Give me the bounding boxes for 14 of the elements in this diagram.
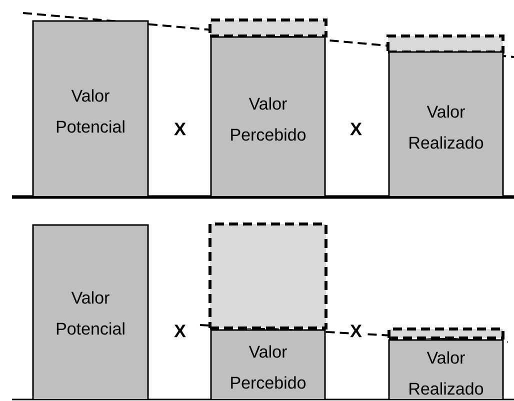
multiply-sign: X: [173, 324, 187, 338]
bar: Valor Potencial: [32, 224, 149, 400]
bar: Valor Percebido: [210, 36, 326, 197]
bar: Valor Realizado: [388, 339, 504, 400]
dashed-box: [208, 222, 328, 330]
bar: Valor Percebido: [210, 329, 326, 400]
multiply-sign: X: [349, 122, 363, 136]
multiply-sign: X: [173, 122, 187, 136]
bar: Valor Potencial: [32, 20, 149, 197]
dashed-box: [386, 34, 504, 54]
dashed-box: [208, 18, 328, 38]
dashed-box: [388, 328, 504, 340]
multiply-sign: X: [349, 324, 363, 338]
bar: Valor Realizado: [388, 51, 504, 197]
